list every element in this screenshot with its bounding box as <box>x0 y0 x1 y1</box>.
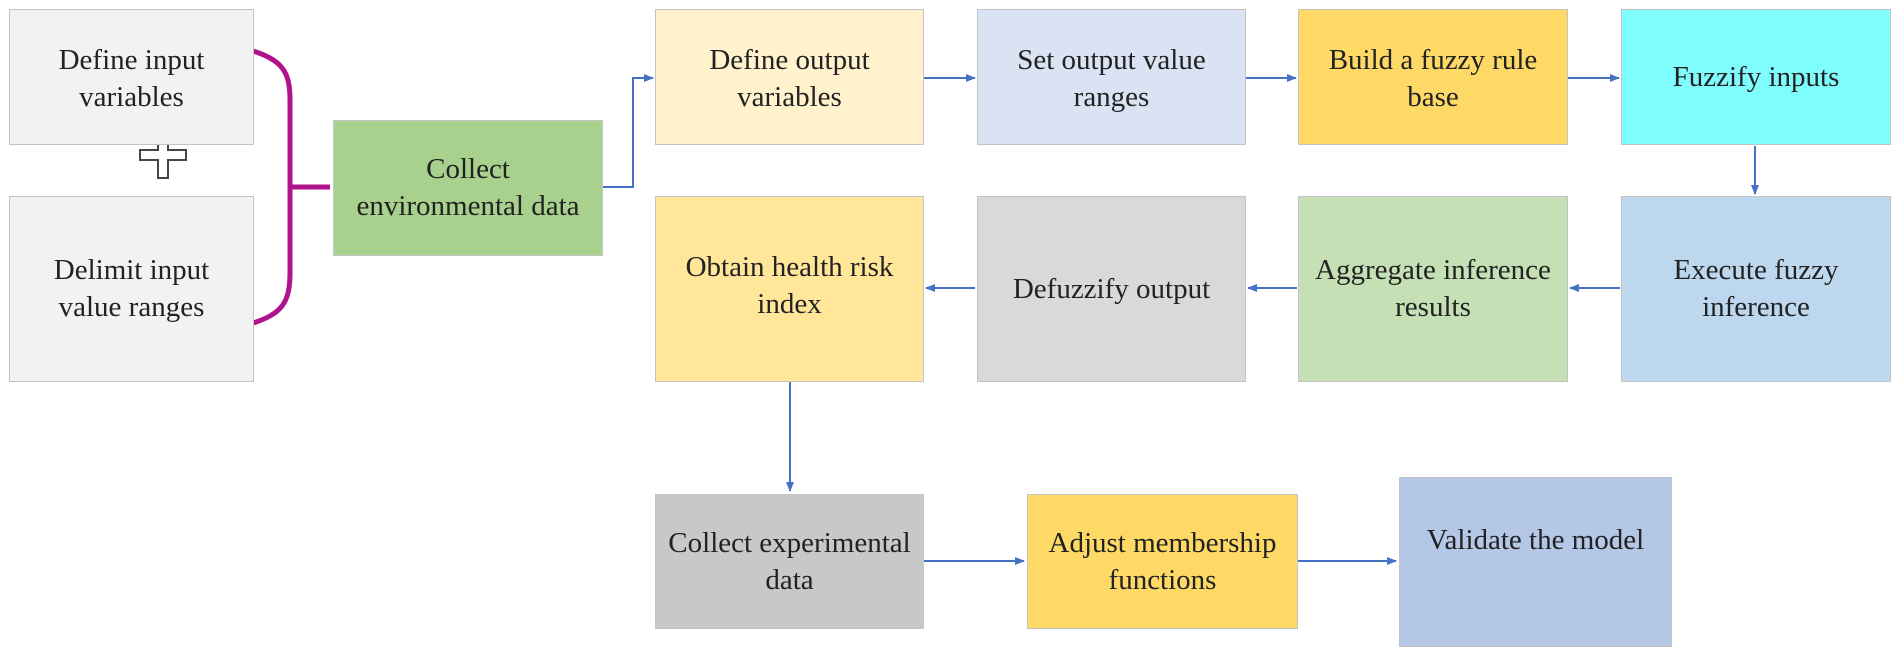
node-label: Delimit input value ranges <box>53 254 210 323</box>
node-collect-experimental: Collect experimental data <box>655 494 924 629</box>
node-label: Collect environmental data <box>356 153 580 222</box>
node-execute-inference: Execute fuzzy inference <box>1621 196 1891 382</box>
node-label: Validate the model <box>1426 524 1645 556</box>
node-label: Fuzzify inputs <box>1672 60 1840 93</box>
node-label: Execute fuzzy inference <box>1673 254 1839 323</box>
node-collect-env: Collect environmental data <box>333 120 603 256</box>
node-define-output: Define output variables <box>655 9 924 145</box>
node-label: Set output value ranges <box>1017 44 1206 113</box>
node-label: Collect experimental data <box>668 526 911 596</box>
node-validate-model: Validate the model <box>1399 477 1672 647</box>
node-adjust-membership: Adjust membership functions <box>1027 494 1298 629</box>
node-aggregate-results: Aggregate inference results <box>1298 196 1568 382</box>
node-define-input: Define input variables <box>9 9 254 145</box>
node-label: Build a fuzzy rule base <box>1328 44 1538 113</box>
node-set-output-ranges: Set output value ranges <box>977 9 1246 145</box>
node-defuzzify-output: Defuzzify output <box>977 196 1246 382</box>
node-build-rule-base: Build a fuzzy rule base <box>1298 9 1568 145</box>
node-label: Define input variables <box>58 44 205 113</box>
node-delimit-input: Delimit input value ranges <box>9 196 254 382</box>
node-label: Define output variables <box>709 44 870 113</box>
node-fuzzify-inputs: Fuzzify inputs <box>1621 9 1891 145</box>
node-label: Aggregate inference results <box>1315 254 1551 323</box>
node-label: Defuzzify output <box>1012 272 1211 305</box>
brace <box>249 47 293 327</box>
arrow-collect-env-to-define-output <box>603 74 654 188</box>
node-label: Obtain health risk index <box>685 251 894 320</box>
node-label: Adjust membership functions <box>1048 526 1277 596</box>
node-obtain-risk-index: Obtain health risk index <box>655 196 924 382</box>
